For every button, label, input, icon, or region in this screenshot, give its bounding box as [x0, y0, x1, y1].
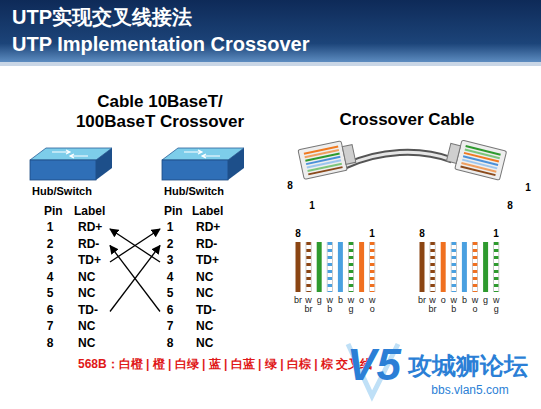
- wire-color: w g: [348, 296, 355, 314]
- pin-number: 6: [167, 304, 174, 318]
- wire-color: b: [462, 296, 467, 305]
- signal-name: NC: [196, 337, 213, 351]
- color-order-note: 568B：白橙 | 橙 | 白绿 | 蓝 | 白蓝 | 绿 | 白棕 | 棕 交…: [78, 358, 372, 372]
- wire-color: w o: [472, 296, 479, 314]
- watermark: 攻城狮论坛: [408, 352, 528, 380]
- pin-number: 7: [47, 320, 54, 334]
- title-english: UTP Implementation Crossover: [12, 33, 309, 56]
- column-header: Label: [74, 205, 105, 219]
- column-header: Pin: [164, 205, 183, 219]
- column-header: Label: [192, 205, 223, 219]
- wire-color: w b: [327, 296, 334, 314]
- title: UTP实现交叉线接法: [12, 6, 192, 29]
- pin-number: 7: [167, 320, 174, 334]
- signal-name: RD+: [196, 221, 220, 235]
- pin-number: 2: [47, 238, 54, 252]
- signal-name: NC: [78, 337, 95, 351]
- pin-number: 1: [525, 182, 531, 194]
- signal-name: NC: [78, 287, 95, 301]
- crossover-cable-illustration: [298, 138, 507, 181]
- watermark: V5: [347, 343, 401, 387]
- signal-name: TD+: [78, 254, 101, 268]
- pin-number: 1: [167, 221, 174, 235]
- pin-number: 3: [47, 254, 54, 268]
- title-rule: [0, 62, 541, 66]
- pin-number: 8: [167, 337, 174, 351]
- wire-color: w br: [305, 296, 313, 314]
- crossover-wires: [110, 229, 160, 312]
- title-band: [0, 0, 541, 62]
- signal-name: NC: [78, 320, 95, 334]
- pin-number: 1: [493, 228, 499, 240]
- wire-color: w g: [493, 296, 500, 314]
- wire-color: br: [418, 296, 426, 305]
- wire-color: o: [359, 296, 364, 305]
- pin-number: 1: [47, 221, 54, 235]
- signal-name: RD-: [78, 238, 99, 252]
- wire-color: br: [294, 296, 302, 305]
- watermark: bbs.vlan5.com: [431, 384, 508, 398]
- pin-number: 6: [47, 304, 54, 318]
- wire-color: g: [317, 296, 322, 305]
- switch-icon: [162, 148, 244, 180]
- wire-color: w o: [369, 296, 376, 314]
- signal-name: RD-: [196, 238, 217, 252]
- signal-name: TD+: [196, 254, 219, 268]
- switch-icon: [30, 148, 112, 180]
- pin-number: 4: [167, 271, 174, 285]
- pin-number: 8: [419, 228, 425, 240]
- pin-number: 3: [167, 254, 174, 268]
- signal-name: TD-: [196, 304, 216, 318]
- wire-color: o: [441, 296, 446, 305]
- wire-color: b: [338, 296, 343, 305]
- pin-number: 5: [47, 287, 54, 301]
- pin-number: 2: [167, 238, 174, 252]
- pin-number: 8: [47, 337, 54, 351]
- wire-color: w br: [429, 296, 437, 314]
- signal-name: NC: [196, 271, 213, 285]
- wire-color: w b: [451, 296, 458, 314]
- pin-number: 8: [295, 228, 301, 240]
- pin-number: 4: [47, 271, 54, 285]
- device-label: Hub/Switch: [164, 185, 224, 198]
- signal-name: TD-: [78, 304, 98, 318]
- signal-name: NC: [196, 320, 213, 334]
- section-heading: Cable 10BaseT/ 100BaseT Crossover: [70, 92, 250, 131]
- signal-name: RD+: [78, 221, 102, 235]
- signal-name: NC: [196, 287, 213, 301]
- device-label: Hub/Switch: [32, 185, 92, 198]
- pin-number: 1: [369, 228, 375, 240]
- pin-number: 1: [309, 200, 315, 212]
- pin-number: 8: [287, 180, 293, 192]
- signal-name: NC: [78, 271, 95, 285]
- pin-number: 5: [167, 287, 174, 301]
- pin-number: 8: [507, 200, 513, 212]
- column-header: Pin: [44, 205, 63, 219]
- section-heading: Crossover Cable: [339, 110, 474, 130]
- wire-color: g: [483, 296, 488, 305]
- wire-order-diagram: [298, 242, 496, 292]
